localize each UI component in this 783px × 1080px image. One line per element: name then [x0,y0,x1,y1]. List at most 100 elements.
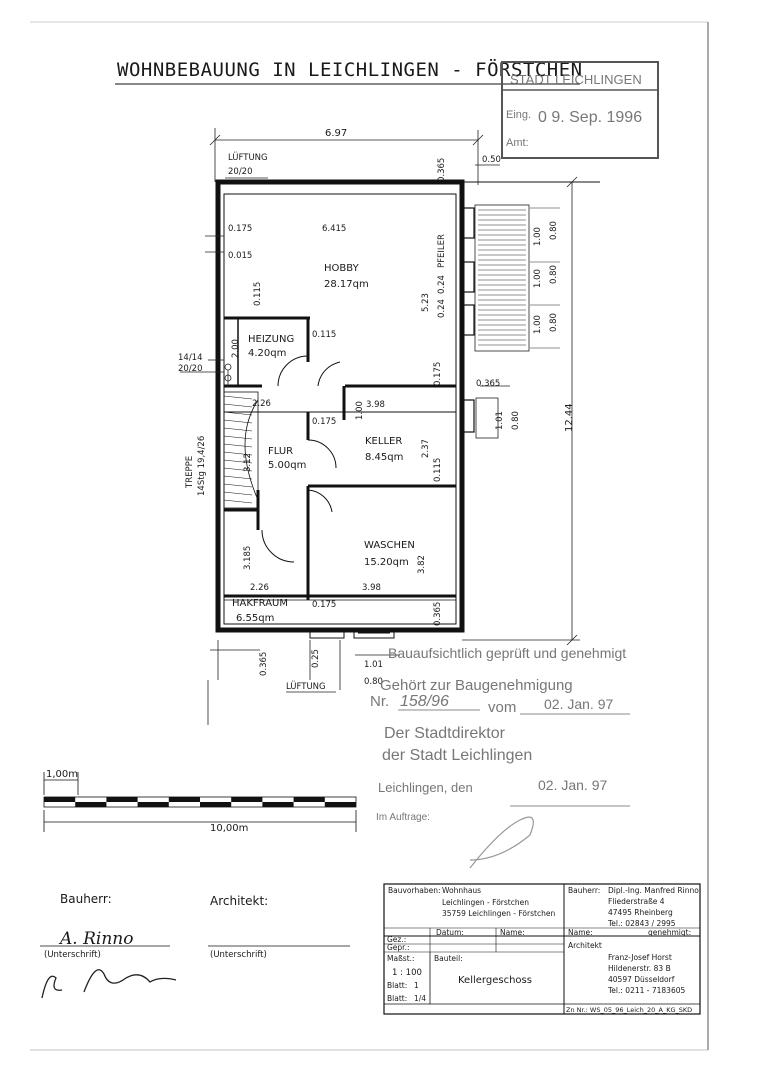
dim-0-24-a: 0.24 [437,275,447,294]
stamp-eing-label: Eing. [506,109,531,121]
tb-gepr-label: Gepr.: [387,943,410,952]
stair-tread [223,491,253,496]
tb-datum-label: Datum: [436,928,464,937]
tb-name-label-2: Name: [568,928,593,937]
room-hakfraum-name: HAKFRAUM [232,598,288,609]
tb-bauvorhaben-2: 35759 Leichlingen - Förstchen [442,909,555,918]
dim-0-80-a: 0.80 [364,677,383,687]
stamp-date: 0 9. Sep. 1996 [538,109,642,126]
dim-0-365-c: 0.365 [433,602,443,626]
win-dim-0-80-c: 0.80 [549,313,559,332]
tb-bauherr-label: Bauherr: [568,886,600,895]
lueftung-bottom-label: LÜFTUNG [286,681,326,692]
approval-line2: Gehört zur Baugenehmigung [380,677,573,694]
dim-0-175-a: 0.175 [228,224,252,234]
win-dim-1-00-c: 1.00 [533,315,543,334]
scale-bar: 1,00m 10,00m [43,769,357,834]
handwritten-signature [41,969,177,999]
pfeiler-label: PFEILER [437,234,447,268]
stair-tread [223,395,253,400]
scale-segment [231,797,263,802]
room-waschen-area: 15.20qm [364,557,409,568]
dim-0-115-b: 0.115 [253,282,263,306]
dim-0-175-b: 0.175 [433,362,443,386]
dim-6-415: 6.415 [322,224,346,234]
tb-bauteil-label: Bauteil: [434,954,463,963]
dim-3-98-b: 3.98 [362,583,381,593]
tb-bauvorhaben-1: Leichlingen - Förstchen [442,898,529,907]
unterschrift-2: (Unterschrift) [210,950,267,960]
stamp-authority: STADT LEICHLINGEN [510,72,642,87]
stair-tread [223,435,253,440]
room-flur-area: 5.00qm [268,460,306,471]
stamp-amt-label: Amt: [506,137,529,149]
scale-segment [262,802,294,807]
tb-bauherr-1: Fliederstraße 4 [608,897,665,906]
room-heizung-area: 4.20qm [248,348,286,359]
scale-total-label: 10,00m [210,823,248,834]
dim-0-365-top: 0.365 [437,158,447,182]
vent-left-size: 14/14 [178,353,203,363]
dim-0-50: 0.50 [482,155,501,165]
dim-0-365-b: 0.365 [476,379,500,389]
tb-blatt-value: 1 [414,981,419,990]
tb-bauvorhaben-0: Wohnhaus [442,886,481,895]
staircase [223,391,259,509]
scale-unit-label: 1,00m [46,769,78,780]
treppe-spec: 14Stg 19,4/26 [197,436,207,496]
approval-stamp: Bauaufsichtlich geprüft und genehmigt Ge… [370,645,630,869]
room-heizung-name: HEIZUNG [248,334,294,345]
treppe-label: TREPPE [185,456,195,489]
dim-2-26-b: 2.26 [250,583,269,593]
pfeiler-pillars [461,207,475,433]
win-dim-0-80-a: 0.80 [549,221,559,240]
stair-tread [223,427,253,432]
room-flur-name: FLUR [268,446,293,457]
dim-0-80-b: 0.80 [511,411,521,430]
dim-1-01-b: 1.01 [495,411,505,430]
scale-segment [200,802,232,807]
dim-6-97: 6.97 [325,128,347,139]
approval-line1: Bauaufsichtlich geprüft und genehmigt [388,645,626,661]
stair-tread [223,475,253,480]
tb-blatt2-value: 1/4 [414,994,426,1003]
building-outline [215,179,600,633]
stair-tread [223,403,253,408]
approval-vom-date: 02. Jan. 97 [544,696,613,712]
tb-blatt-label: Blatt: [387,981,407,990]
dim-2-00: 2.00 [231,339,241,358]
win-dim-1-00-b: 1.00 [533,269,543,288]
tb-zn-nr: Zn Nr.: WS_05_96_Leich_20_A_KG_SKD [566,1006,692,1014]
tb-bauherr-3: Tel.: 02843 / 2995 [607,919,676,928]
dim-1-01-a: 1.01 [364,660,383,670]
dim-1-00-a: 1.00 [355,401,365,420]
stair-tread [223,483,253,488]
tb-name-label: Name: [500,928,525,937]
stair-tread [223,443,253,448]
tb-architekt-0: Franz-Josef Horst [608,953,672,962]
title-block [383,883,701,1015]
tb-gez-label: Gez.: [387,935,406,944]
room-keller-area: 8.45qm [365,452,403,463]
bauherr-label: Bauherr: [60,892,112,906]
approval-place-date: 02. Jan. 97 [538,777,607,793]
stair-tread [223,419,253,424]
dim-0-175-c: 0.175 [312,417,336,427]
room-hobby-name: HOBBY [324,263,360,274]
win-dim-1-00-a: 1.00 [533,227,543,246]
dim-0-365-d: 0.365 [259,652,269,676]
vent-left-size2: 20/20 [178,364,203,374]
tb-bauherr-2: 47495 Rheinberg [608,908,673,917]
dim-2-26-a: 2.26 [252,399,271,409]
tb-bauteil-value: Kellergeschoss [458,975,532,986]
dim-3-98-a: 3.98 [366,400,385,410]
tb-architekt-label: Architekt [568,941,602,950]
dim-0-015: 0.015 [228,251,252,261]
scale-segment [75,802,107,807]
dim-0-25: 0.25 [311,649,321,668]
signature-name: A. Rinno [58,929,133,949]
tb-architekt-2: 40597 Düsseldorf [608,975,675,984]
approval-im-auftrage: Im Auftrage: [376,812,430,823]
dim-5-23: 5.23 [421,293,431,312]
tb-massst-label: Maßst.: [387,954,415,963]
